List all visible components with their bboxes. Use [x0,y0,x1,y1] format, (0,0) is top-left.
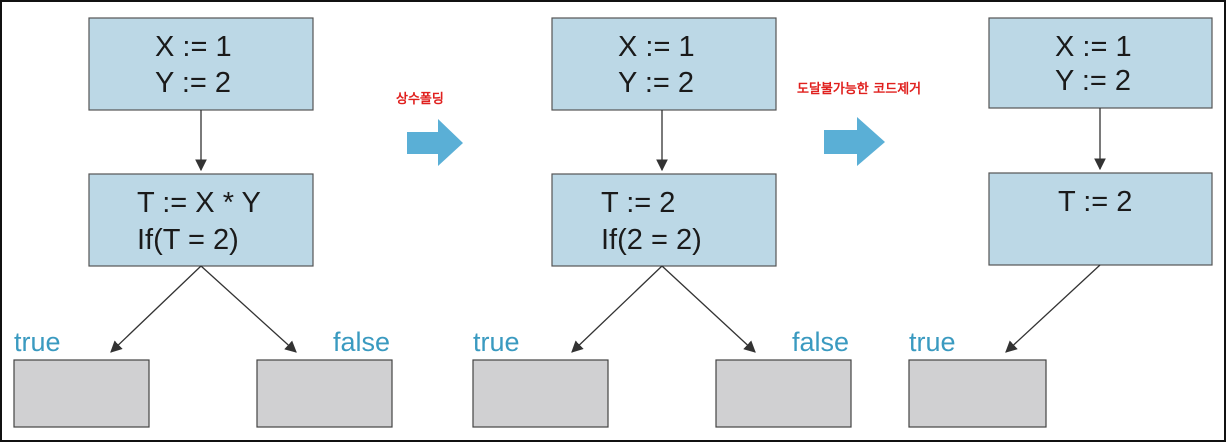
right-arrow-icon [824,117,885,166]
step1-true-label: true [14,327,61,357]
step3-top-box [988,17,1213,109]
transform2-label: 도달불가능한 코드제거 [797,81,921,97]
step1-top-line2: Y := 2 [155,67,231,99]
step1-top-box [88,17,314,111]
step1-edge-false [200,265,297,353]
transform1-label: 상수폴딩 [396,91,444,107]
step1-false-label: false [333,327,390,357]
step3-true-label: true [909,327,956,357]
step2-top-line2: Y := 2 [618,67,694,99]
step2-group: X := 1 Y := 2 T := 2 If(2 = 2) true fals… [472,17,852,428]
step2-edge-true [571,265,663,353]
step3-mid-line1: T := 2 [1058,186,1132,218]
step3-true-block [908,359,1047,428]
step1-mid-line1: T := X * Y [137,187,261,219]
step3-edge-true [1005,264,1101,353]
step2-false-label: false [792,327,849,357]
step3-top-line1: X := 1 [1055,31,1132,63]
step1-top-line1: X := 1 [155,31,232,63]
step2-false-block [715,359,852,428]
step2-top-line1: X := 1 [618,31,695,63]
step1-true-block [13,359,150,428]
step2-mid-line1: T := 2 [601,187,675,219]
transform2-group: 도달불가능한 코드제거 [797,81,921,166]
step1-false-block [256,359,393,428]
step2-true-block [472,359,609,428]
right-arrow-icon [407,119,463,166]
step2-mid-line2: If(2 = 2) [601,224,702,256]
step1-mid-box [88,173,314,267]
step3-group: X := 1 Y := 2 T := 2 true [908,17,1213,428]
step3-mid-box [988,172,1213,266]
transform1-group: 상수폴딩 [396,91,463,166]
step2-top-box [551,17,777,111]
step1-mid-line2: If(T = 2) [137,224,239,256]
step3-top-line2: Y := 2 [1055,65,1131,97]
step2-true-label: true [473,327,520,357]
step1-edge-true [110,265,202,353]
step2-edge-false [661,265,756,353]
step1-group: X := 1 Y := 2 T := X * Y If(T = 2) true … [13,17,393,428]
step2-mid-box [551,173,777,267]
